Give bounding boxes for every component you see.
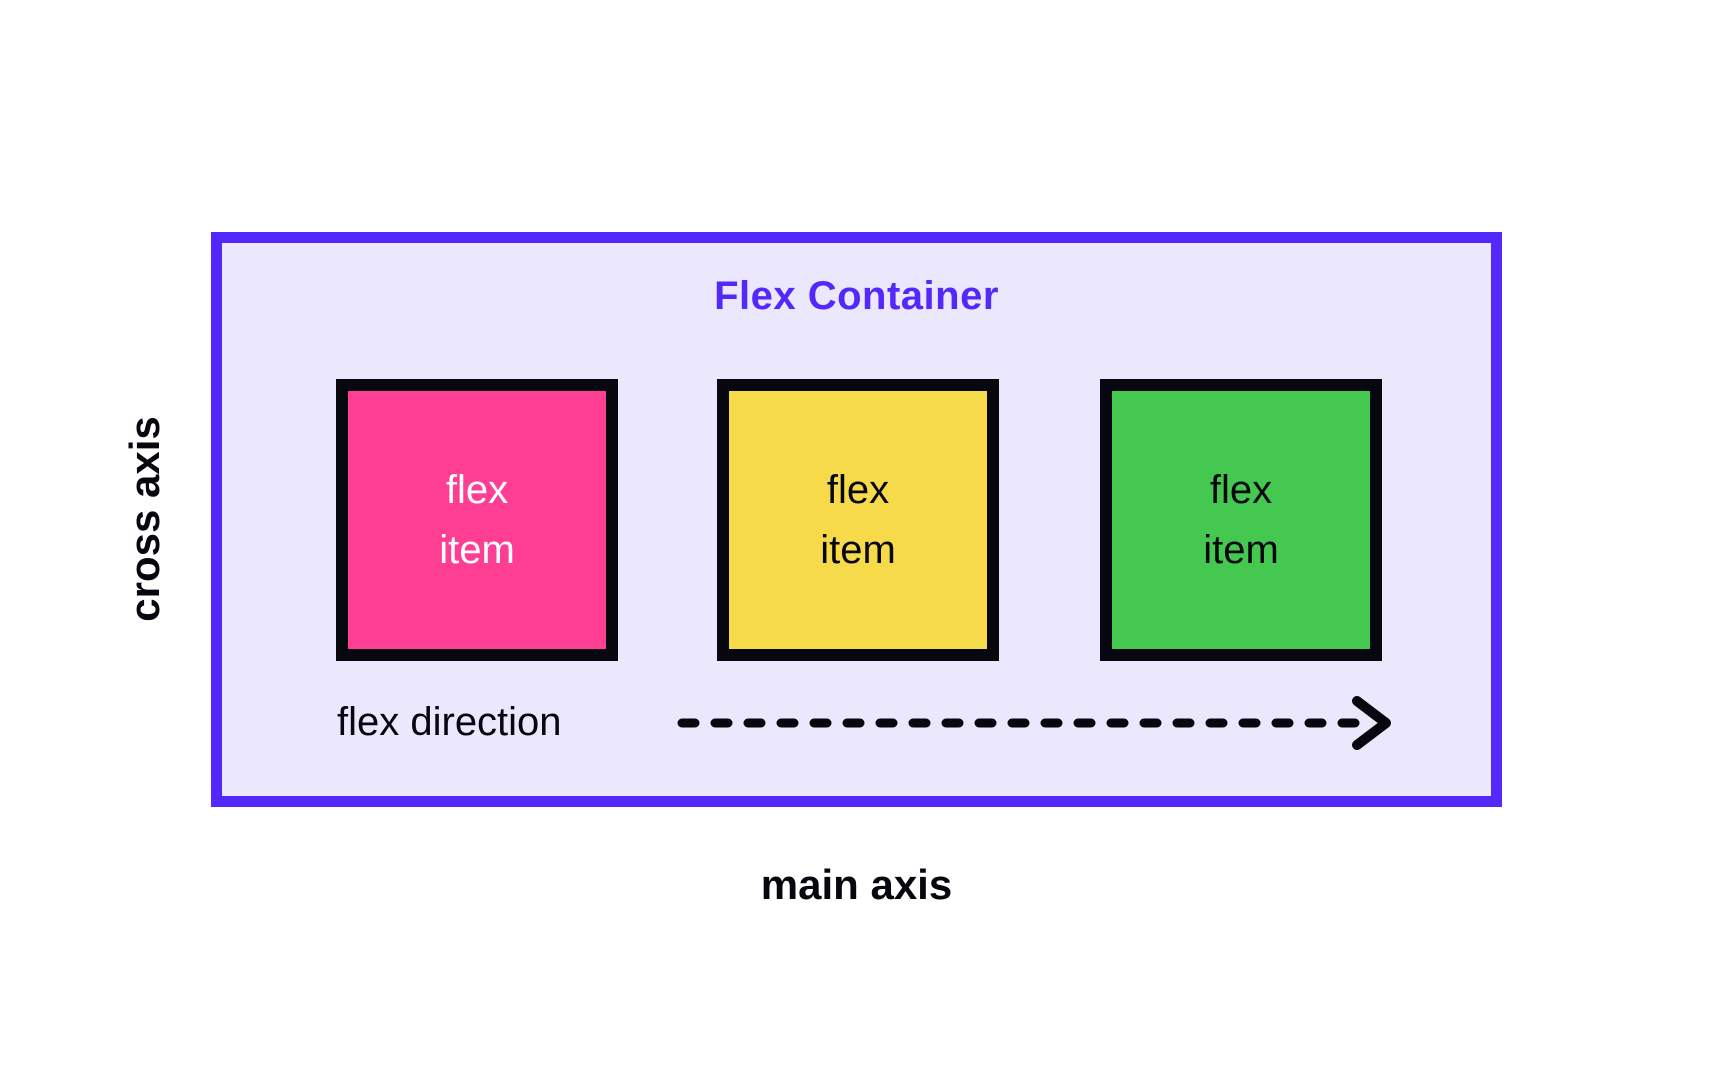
- flex-item-label: flex item: [820, 468, 896, 572]
- arrowhead: [1352, 696, 1391, 750]
- flex-item-label: flex item: [1203, 468, 1279, 572]
- flex-item-green: flex item: [1100, 379, 1382, 661]
- flex-direction-label: flex direction: [337, 700, 562, 744]
- flex-item-pink: flex item: [336, 379, 618, 661]
- flex-item-label: flex item: [439, 468, 515, 572]
- main-axis-label: main axis: [760, 861, 953, 908]
- flex-item-yellow: flex item: [717, 379, 999, 661]
- flex-direction-arrow-icon: [677, 696, 1391, 750]
- flex-container-title: Flex Container: [714, 274, 999, 318]
